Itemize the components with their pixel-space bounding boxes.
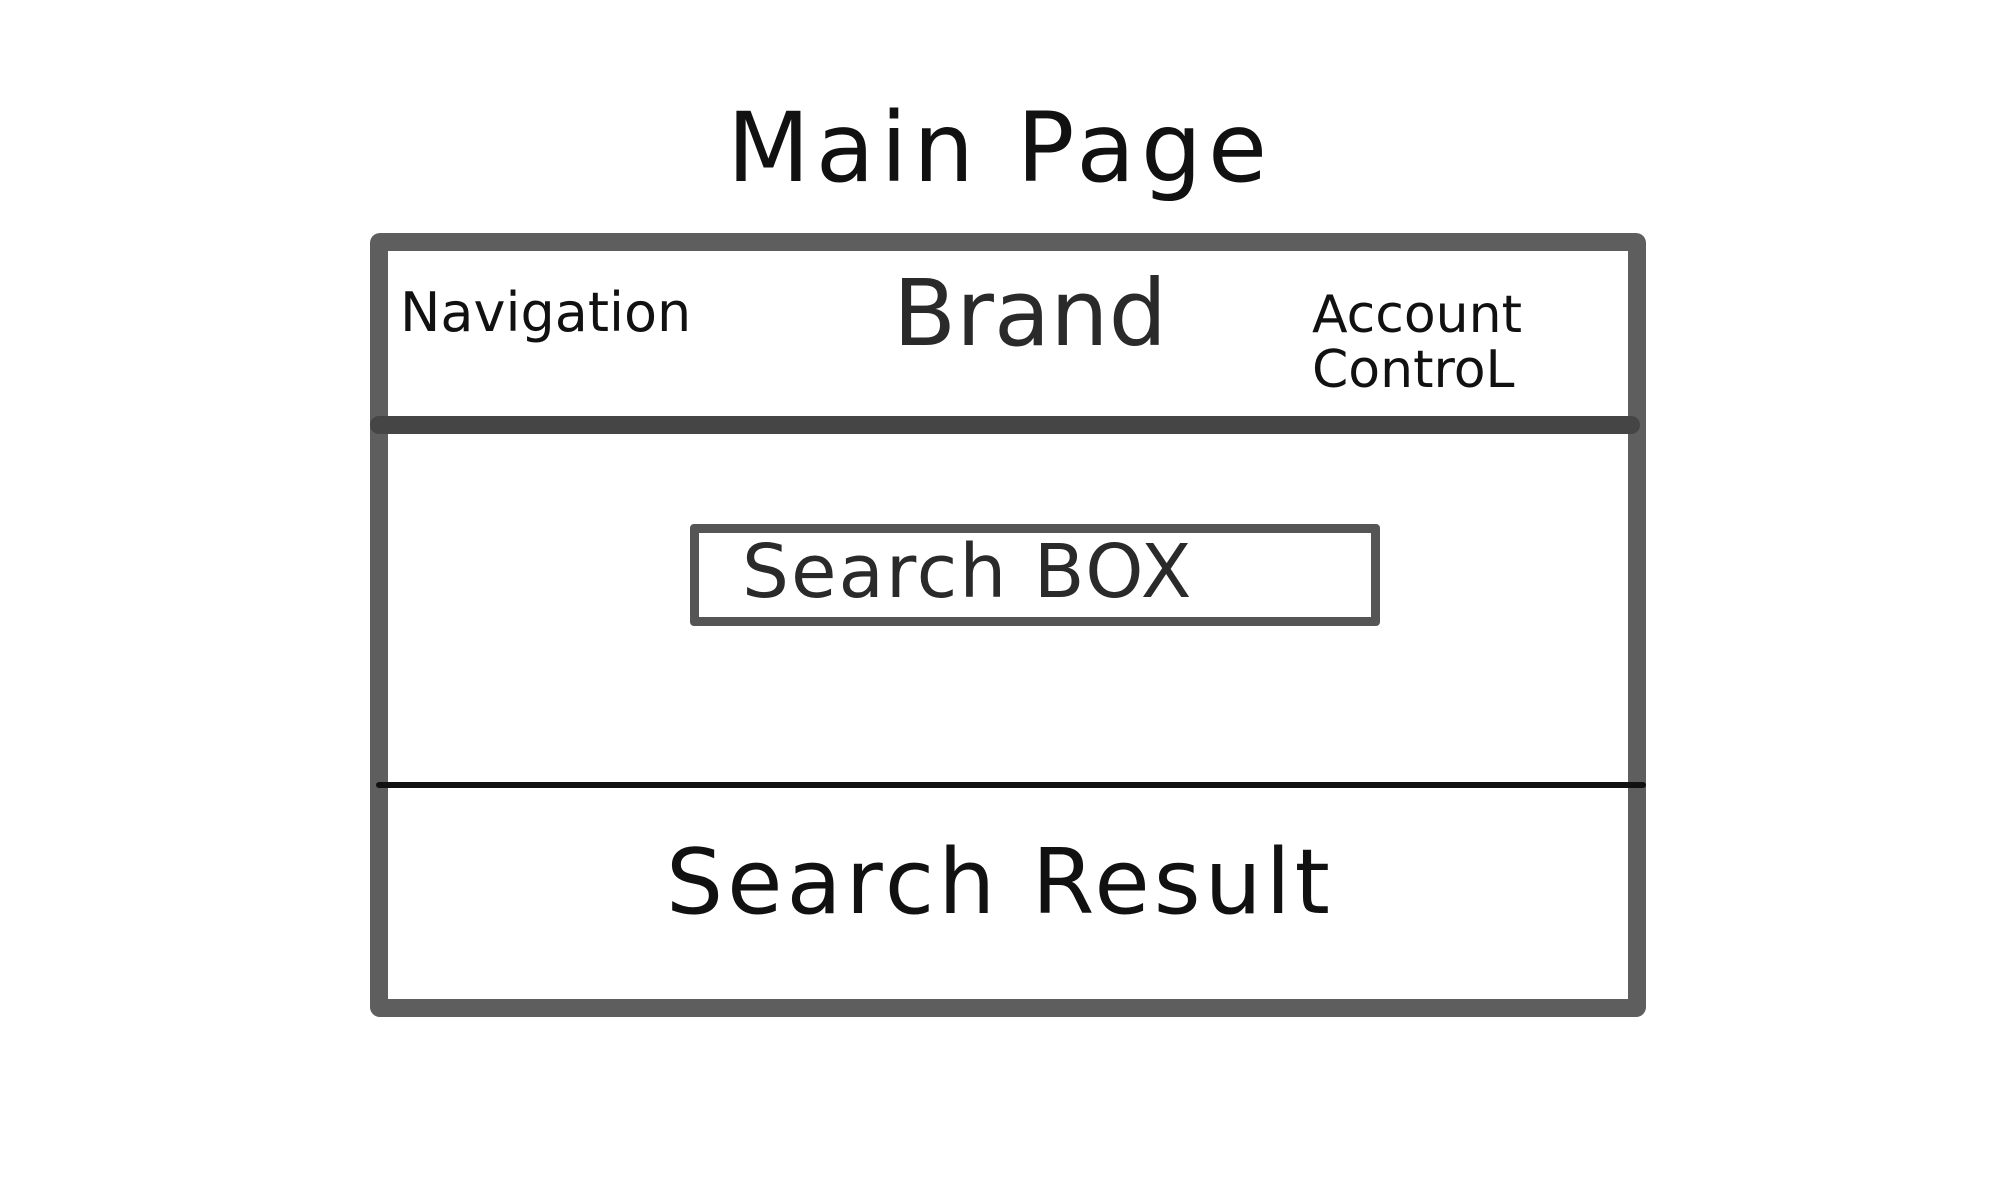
search-result-label: Search Result: [666, 830, 1334, 935]
account-control-line2: ControL: [1312, 339, 1515, 400]
account-control-line1: Account: [1312, 285, 1522, 345]
header-divider: [370, 416, 1640, 434]
results-divider: [376, 782, 1646, 788]
account-control-label: Account ControL: [1312, 288, 1522, 397]
page-title: Main Page: [726, 92, 1274, 204]
navigation-label: Navigation: [400, 281, 692, 344]
search-box-label: Search BOX: [742, 529, 1194, 615]
brand-label: Brand: [892, 260, 1168, 367]
search-box: [690, 524, 1380, 626]
